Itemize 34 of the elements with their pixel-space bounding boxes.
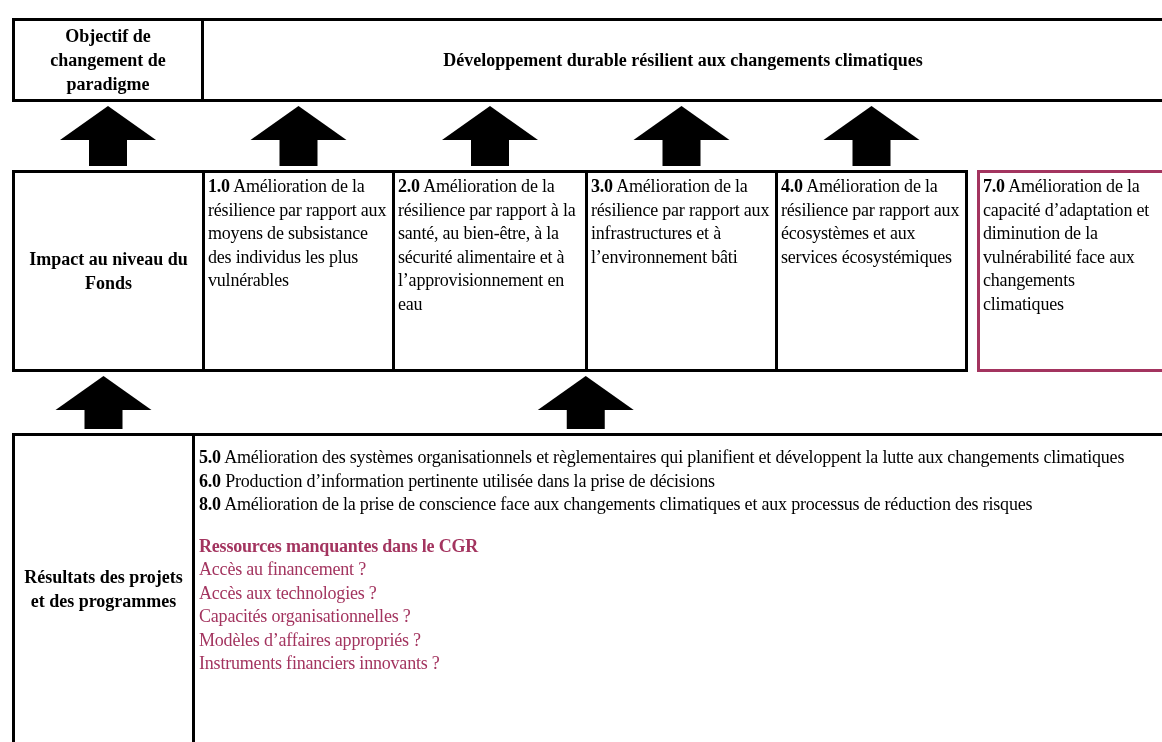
section-heading: Ressources manquantes dans le CGR	[199, 534, 480, 558]
impact-cell	[392, 170, 588, 372]
block-arrow	[60, 106, 156, 166]
impact-cell	[202, 170, 395, 372]
question-text: Modèles d’affaires appropriés ?	[199, 628, 422, 652]
question-text: Accès au financement ?	[199, 558, 367, 581]
impact-cell	[977, 170, 1162, 372]
impact-label-cell	[12, 170, 205, 372]
row-heading: Développement durable résilient aux changements climatiques	[443, 49, 923, 72]
cell-text: 3.0 Amélioration de la résilience par rapport aux infrastructures et à l’environnement bâti	[591, 175, 771, 269]
cell-text: 2.0 Amélioration de la résilience par rapport à la santé, au bien-être, à la sécurité alimentaire et à l’approvisionnement en eau	[398, 175, 577, 316]
results-label-cell	[12, 433, 195, 742]
block-arrow	[537, 376, 634, 429]
block-arrow	[633, 106, 730, 166]
goal-cell	[201, 18, 1162, 102]
cell-text: 1.0 Amélioration de la résilience par rapport aux moyens de subsistance des individus les plus vulnérables	[208, 175, 388, 292]
impact-cell	[585, 170, 778, 372]
question-text: Capacités organisationnelles ?	[199, 605, 412, 628]
block-arrow	[442, 106, 538, 166]
row-heading: Impact au niveau du Fonds	[28, 248, 189, 295]
cell-text: 7.0 Amélioration de la capacité d’adaptation et diminution de la vulnérabilité face aux changements climatiques	[983, 175, 1151, 316]
cell-text: 6.0 Production d’information pertinente utilisée dans la prise de décisions	[199, 469, 716, 493]
question-text: Instruments financiers innovants ?	[199, 652, 441, 675]
row-heading: Résultats des projets et des programmes	[23, 566, 184, 613]
block-arrow	[823, 106, 920, 166]
cell-text: 5.0 Amélioration des systèmes organisationnels et règlementaires qui planifient et développent la lutte aux changements climatiques	[199, 446, 1126, 469]
row-heading: Objectif de changement de paradigme	[49, 25, 167, 96]
impact-cell	[775, 170, 968, 372]
block-arrow	[250, 106, 347, 166]
cell-text: 4.0 Amélioration de la résilience par rapport aux écosystèmes et aux services écosystémiques	[781, 175, 961, 269]
goal-label-cell	[12, 18, 204, 102]
block-arrow	[55, 376, 152, 429]
question-text: Accès aux technologies ?	[199, 581, 378, 605]
cell-text: 8.0 Amélioration de la prise de conscience face aux changements climatiques et aux processus de réduction des risques	[199, 493, 1034, 516]
